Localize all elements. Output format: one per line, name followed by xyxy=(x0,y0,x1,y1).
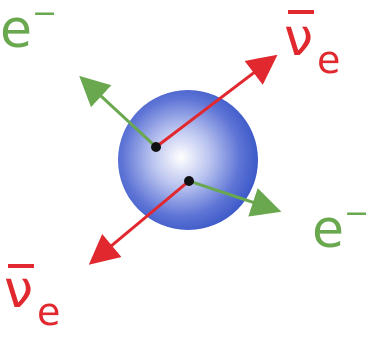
antineutrino-symbol: ν xyxy=(4,260,34,320)
antineutrino-arrow-bottom xyxy=(88,179,190,265)
antineutrino-arrow-top xyxy=(155,54,278,149)
antineutrino-symbol: ν xyxy=(284,8,314,68)
antineutrino-flavor: e xyxy=(317,38,341,82)
electron-arrow-right xyxy=(188,179,282,217)
electron-symbol: e xyxy=(312,200,344,260)
antineutrino-bar-bottom xyxy=(8,264,34,268)
electron-label-right: e− xyxy=(312,199,369,257)
nucleus-sphere xyxy=(118,90,258,230)
emission-point-top xyxy=(151,142,161,152)
emission-point-bottom xyxy=(184,176,194,186)
electron-charge: − xyxy=(344,196,370,231)
antineutrino-flavor: e xyxy=(37,290,61,334)
electron-symbol: e xyxy=(0,0,32,60)
electron-charge: − xyxy=(32,0,58,31)
electron-arrow-top xyxy=(79,75,158,149)
antineutrino-bar-top xyxy=(288,10,314,14)
electron-label-top: e− xyxy=(0,0,57,56)
